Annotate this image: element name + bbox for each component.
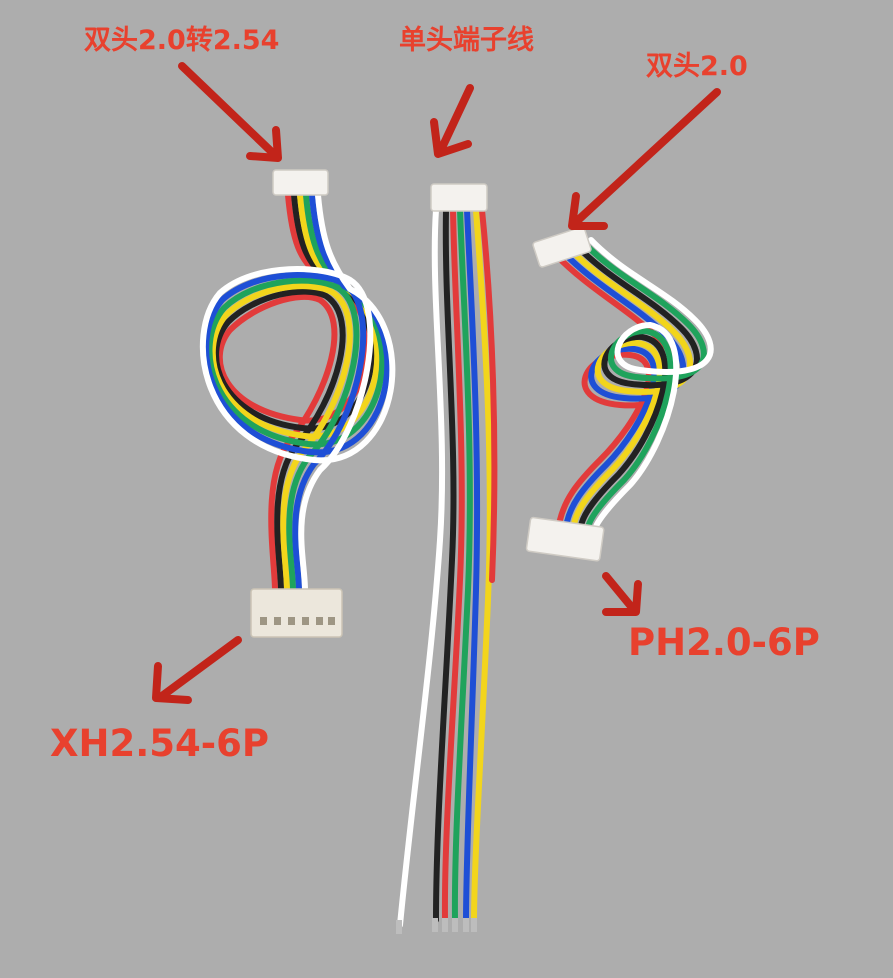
arrow-bottom-left-icon <box>152 636 242 704</box>
right-cable <box>525 226 714 562</box>
annotation-arrows <box>152 62 721 704</box>
label-single-head-terminal-wire: 单头端子线 <box>399 25 534 56</box>
left-cable <box>199 169 396 638</box>
center-cable <box>396 183 498 934</box>
arrow-top-left-icon <box>178 62 282 162</box>
label-ph2-0-6p: PH2.0-6P <box>628 621 820 664</box>
arrow-top-center-icon <box>430 84 474 158</box>
label-dual-2-0: 双头2.0 <box>646 51 748 82</box>
arrow-top-right-icon <box>568 88 721 230</box>
label-dual-2-0-to-2-54: 双头2.0转2.54 <box>84 25 280 56</box>
label-xh2-54-6p: XH2.54-6P <box>50 722 270 765</box>
arrow-bottom-right-icon <box>602 572 642 616</box>
